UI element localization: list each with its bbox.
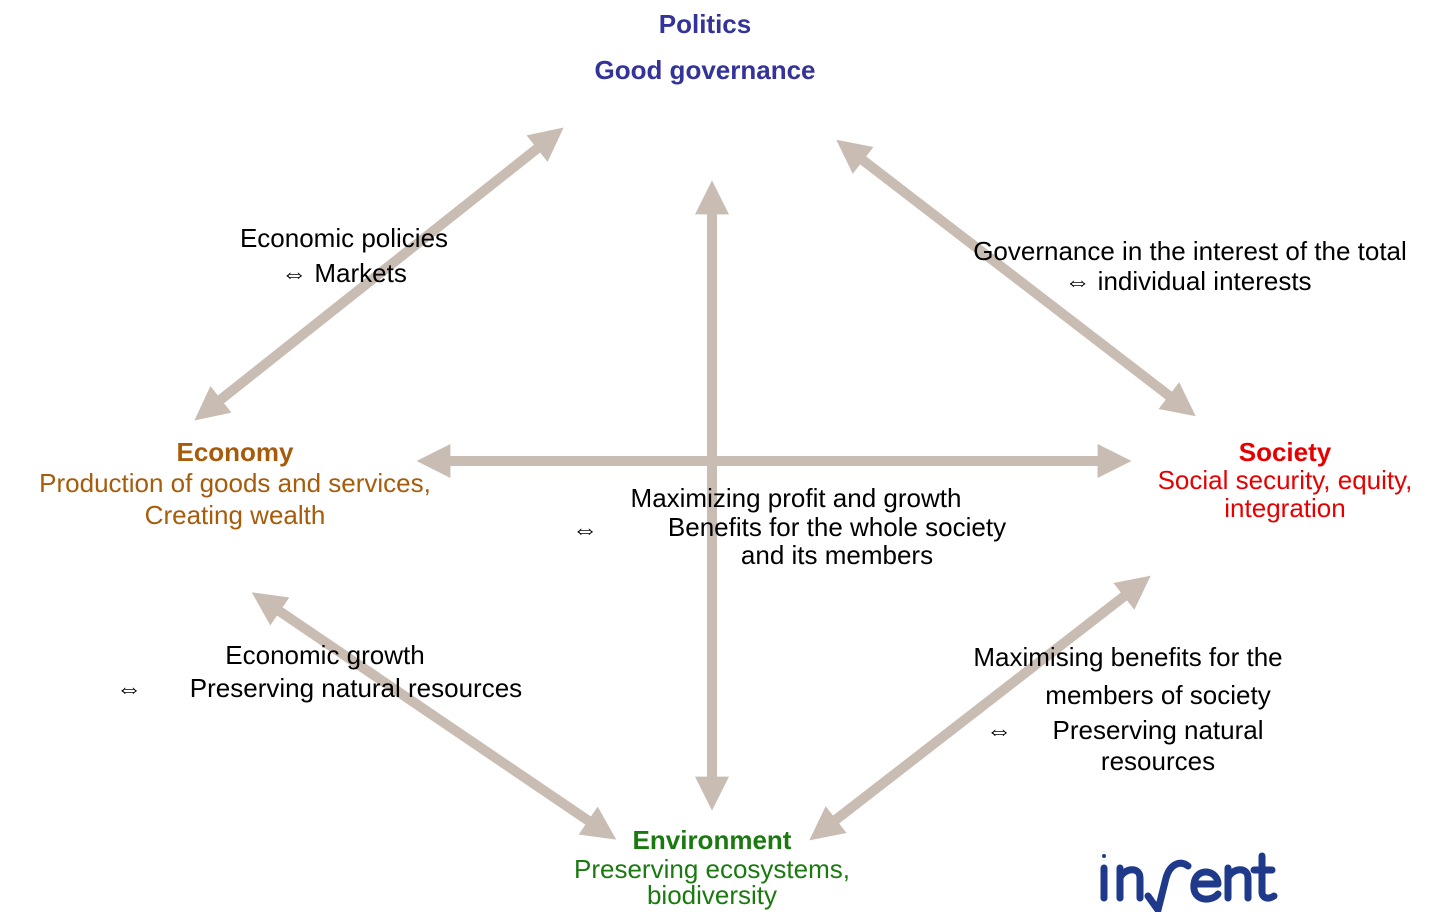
economy-society-equivalence-icon: ⇔ xyxy=(572,514,598,544)
society-description-line2: integration xyxy=(1224,493,1346,523)
politics-society-line2: ⇔ individual interests xyxy=(1064,266,1312,296)
inwent-logo xyxy=(1100,852,1278,912)
economy-society-line1: Maximizing profit and growth xyxy=(630,483,962,513)
arrow-economy-environment xyxy=(251,592,617,840)
politics-society-line1: Governance in the interest of the total xyxy=(973,236,1407,266)
economy-description-line2: Creating wealth xyxy=(144,500,326,530)
society-environment-line4: resources xyxy=(1100,746,1216,776)
economy-description-line1: Production of goods and services, xyxy=(39,468,431,498)
environment-description-line1: Preserving ecosystems, xyxy=(574,854,850,884)
economy-environment-equivalence-icon: ⇔ xyxy=(116,673,142,703)
economy-environment-line2: Preserving natural resources xyxy=(189,673,523,703)
politics-subtitle: Good governance xyxy=(594,55,816,85)
arrow-economy-politics xyxy=(194,127,564,421)
economy-politics-line2: ⇔ Markets xyxy=(281,258,407,288)
society-environment-line2: members of society xyxy=(1045,680,1271,710)
society-environment-line1: Maximising benefits for the xyxy=(973,642,1283,672)
economy-politics-line1: Economic policies xyxy=(239,223,449,253)
environment-title: Environment xyxy=(632,825,792,855)
economy-society-line3: and its members xyxy=(740,540,934,570)
politics-title: Politics xyxy=(658,9,752,39)
environment-description-line2: biodiversity xyxy=(646,880,778,910)
society-title: Society xyxy=(1238,437,1332,467)
arrow-society-environment xyxy=(809,575,1151,841)
society-description-line1: Social security, equity, xyxy=(1157,465,1413,495)
society-environment-line3: Preserving natural xyxy=(1052,715,1264,745)
society-environment-equivalence-icon: ⇔ xyxy=(986,715,1012,745)
economy-society-line2: Benefits for the whole society xyxy=(667,512,1007,542)
economy-environment-line1: Economic growth xyxy=(225,640,425,670)
economy-title: Economy xyxy=(176,437,294,467)
arrow-politics-society xyxy=(836,139,1196,417)
